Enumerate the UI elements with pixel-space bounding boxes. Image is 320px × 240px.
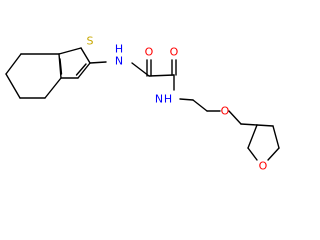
- bond: [148, 74, 175, 77]
- background: [0, 0, 300, 200]
- atom-O-top-right: O: [170, 46, 179, 59]
- molecule-diagram: S N H O O N H O O: [0, 0, 300, 200]
- atom-O-ether: O: [221, 105, 230, 118]
- bond: [240, 123, 258, 126]
- bond: [89, 61, 107, 64]
- atom-O-top-left: O: [145, 46, 154, 59]
- bonds: [5, 47, 280, 161]
- bond: [179, 98, 194, 101]
- atom-labels: S N H O O N H O O: [87, 35, 268, 173]
- bond: [272, 125, 280, 149]
- bond: [44, 77, 62, 99]
- molecule-structure: S N H O O N H O O: [0, 0, 300, 200]
- atom-H-left: H: [115, 43, 123, 56]
- atom-N-right: N: [155, 93, 163, 106]
- bond: [192, 99, 208, 112]
- atom-S: S: [87, 35, 94, 48]
- bond: [80, 47, 91, 64]
- bond: [247, 124, 258, 149]
- atom-N-left: N: [115, 55, 123, 68]
- atom-H-right: H: [164, 93, 172, 106]
- bond: [59, 58, 63, 75]
- bond: [58, 47, 82, 55]
- bond: [77, 62, 91, 79]
- atom-O-ring: O: [259, 160, 268, 173]
- bond: [256, 124, 274, 127]
- bond: [131, 62, 150, 77]
- bond: [247, 147, 258, 161]
- bond: [267, 147, 280, 161]
- bond: [5, 73, 21, 99]
- bond: [75, 63, 87, 76]
- bond: [5, 53, 22, 75]
- bond: [228, 110, 242, 125]
